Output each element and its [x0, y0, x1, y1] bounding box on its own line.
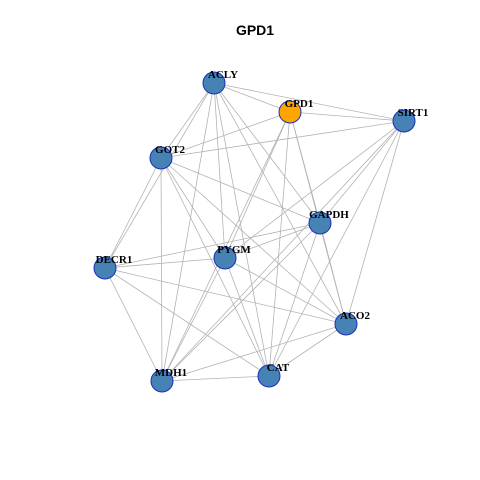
edges-layer — [104, 82, 405, 382]
node-label-decr1: DECR1 — [96, 254, 133, 266]
edge-sirt1-aco2 — [345, 120, 405, 325]
edge-sirt1-got2 — [160, 120, 405, 159]
edge-decr1-aco2 — [104, 267, 347, 325]
edge-decr1-cat — [104, 267, 270, 377]
node-circle-cat[interactable] — [257, 364, 281, 388]
edge-gpd1-sirt1 — [289, 111, 405, 122]
node-aco2[interactable]: ACO2 — [334, 310, 370, 336]
node-label-acly: ACLY — [208, 69, 238, 81]
edge-got2-decr1 — [104, 157, 162, 269]
node-label-mdh1: MDH1 — [155, 367, 187, 379]
node-circle-acly[interactable] — [202, 71, 226, 95]
node-label-sirt1: SIRT1 — [398, 107, 429, 119]
node-circle-got2[interactable] — [149, 146, 173, 170]
node-circle-gpd1[interactable] — [278, 100, 302, 124]
edge-gpd1-cat — [268, 111, 291, 377]
edge-gapdh-decr1 — [104, 222, 321, 269]
edge-got2-pygm — [160, 157, 226, 259]
node-circle-decr1[interactable] — [93, 256, 117, 280]
node-got2[interactable]: GOT2 — [149, 144, 185, 170]
edge-acly-got2 — [160, 82, 215, 159]
node-circle-aco2[interactable] — [334, 312, 358, 336]
node-gapdh[interactable]: GAPDH — [308, 209, 349, 235]
edge-got2-mdh1 — [160, 157, 163, 382]
node-circle-pygm[interactable] — [213, 246, 237, 270]
edge-sirt1-mdh1 — [161, 120, 405, 382]
edge-acly-mdh1 — [161, 82, 215, 382]
edge-got2-cat — [160, 157, 270, 377]
edge-gpd1-got2 — [160, 111, 291, 159]
node-label-aco2: ACO2 — [340, 310, 370, 322]
edge-pygm-cat — [224, 257, 270, 377]
node-label-cat: CAT — [267, 362, 290, 374]
graph-title: GPD1 — [236, 22, 274, 38]
edge-aco2-mdh1 — [161, 323, 347, 382]
edge-sirt1-gapdh — [319, 120, 405, 224]
edge-acly-cat — [213, 82, 270, 377]
edge-acly-pygm — [213, 82, 226, 259]
edge-decr1-mdh1 — [104, 267, 163, 382]
edge-gapdh-cat — [268, 222, 321, 377]
edge-gpd1-pygm — [224, 111, 291, 259]
edge-gapdh-pygm — [224, 222, 321, 259]
edge-aco2-cat — [268, 323, 347, 377]
node-pygm[interactable]: PYGM — [213, 244, 251, 270]
edge-got2-gapdh — [160, 157, 321, 224]
edge-acly-aco2 — [213, 82, 347, 325]
node-label-got2: GOT2 — [155, 144, 185, 156]
edge-pygm-aco2 — [224, 257, 347, 325]
edge-cat-mdh1 — [161, 375, 270, 382]
edge-acly-gpd1 — [213, 82, 291, 113]
node-circle-sirt1[interactable] — [392, 109, 416, 133]
edge-acly-sirt1 — [213, 82, 405, 122]
edge-sirt1-cat — [268, 120, 405, 377]
node-gpd1[interactable]: GPD1 — [278, 98, 314, 124]
edge-pygm-mdh1 — [161, 257, 226, 382]
node-circle-gapdh[interactable] — [308, 211, 332, 235]
node-label-pygm: PYGM — [217, 244, 251, 256]
edge-gpd1-mdh1 — [161, 111, 291, 382]
node-acly[interactable]: ACLY — [202, 69, 238, 95]
node-label-gapdh: GAPDH — [309, 209, 349, 221]
node-decr1[interactable]: DECR1 — [93, 254, 133, 280]
node-label-gpd1: GPD1 — [285, 98, 314, 110]
edge-sirt1-pygm — [224, 120, 405, 259]
edge-gapdh-aco2 — [319, 222, 347, 325]
edge-pygm-decr1 — [104, 257, 226, 269]
node-sirt1[interactable]: SIRT1 — [392, 107, 429, 133]
edge-got2-aco2 — [160, 157, 347, 325]
edge-acly-gapdh — [213, 82, 321, 224]
node-cat[interactable]: CAT — [257, 362, 290, 388]
node-mdh1[interactable]: MDH1 — [150, 367, 187, 393]
node-circle-mdh1[interactable] — [150, 369, 174, 393]
edge-acly-decr1 — [104, 82, 215, 269]
